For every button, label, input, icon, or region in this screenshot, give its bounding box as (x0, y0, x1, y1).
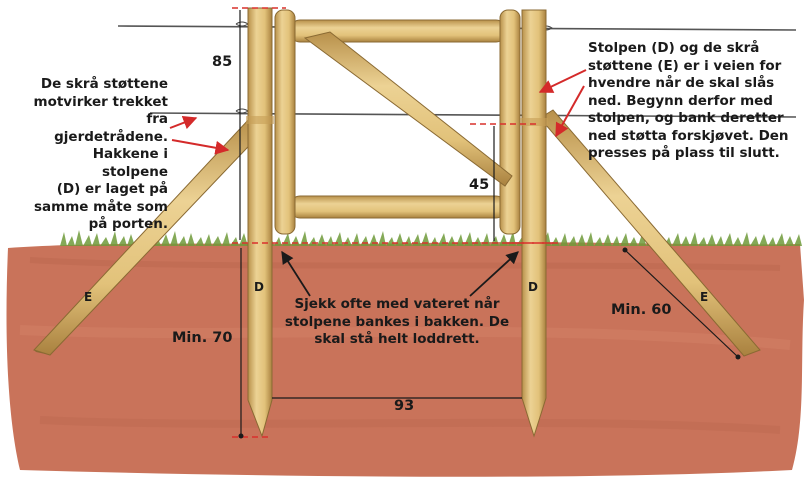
gate-stile-left (274, 9, 296, 235)
note-right-line: ned støtta forskjøvet. Den (588, 127, 789, 144)
dimension-45: 45 (469, 177, 490, 193)
brace-right (539, 109, 761, 357)
dimension-93: 93 (394, 398, 415, 414)
note-center-line: stolpene bankes i bakken. De (284, 313, 510, 330)
note-right-line: ned. Begynn derfor med (588, 92, 773, 109)
note-right-line: presses på plass til slutt. (588, 145, 780, 161)
label-post-right: D (528, 280, 538, 294)
note-left-line: samme måte som (34, 198, 168, 215)
note-left-line: (D) er laget på (56, 181, 168, 197)
note-left-line: Hakkene i stolpene (92, 146, 168, 180)
note-left-line: motvirker trekket (33, 93, 168, 110)
soil (6, 242, 804, 477)
note-left-line: fra gjerdetrådene. (54, 111, 168, 145)
grass (60, 230, 802, 246)
note-right-line: stolpen, og bank deretter (588, 110, 784, 126)
gate-rail-bottom (289, 195, 507, 219)
note-center-line: skal stå helt loddrett. (314, 331, 480, 347)
note-right-line: hvendre når de skal slås (588, 75, 775, 91)
gate-diagonal (303, 31, 513, 187)
dimension-85: 85 (212, 54, 233, 70)
post-left (247, 7, 273, 438)
note-right: Stolpen (D) og de skrå støttene (E) er i… (588, 40, 808, 163)
gate-stile-right (499, 9, 521, 235)
note-right-line: Stolpen (D) og de skrå (588, 40, 760, 56)
note-center-line: Sjekk ofte med vateret når (294, 296, 500, 312)
dimension-min-70: Min. 70 (172, 330, 233, 346)
label-brace-right: E (700, 290, 709, 304)
post-right (521, 9, 547, 438)
note-left: De skrå støttene motvirker trekket fra g… (28, 76, 168, 234)
dashed-guides (232, 7, 562, 438)
label-post-left: D (254, 280, 264, 294)
note-center: Sjekk ofte med vateret når stolpene bank… (272, 296, 522, 349)
dimension-min-60: Min. 60 (611, 302, 672, 318)
note-left-line: De skrå støttene (40, 76, 168, 92)
red-arrows (169, 69, 587, 155)
black-arrows (281, 250, 519, 297)
label-brace-left: E (84, 290, 93, 304)
dimension-lines (239, 10, 739, 436)
note-right-line: støttene (E) er i veien for (588, 57, 782, 74)
note-left-line: på porten. (88, 216, 168, 232)
